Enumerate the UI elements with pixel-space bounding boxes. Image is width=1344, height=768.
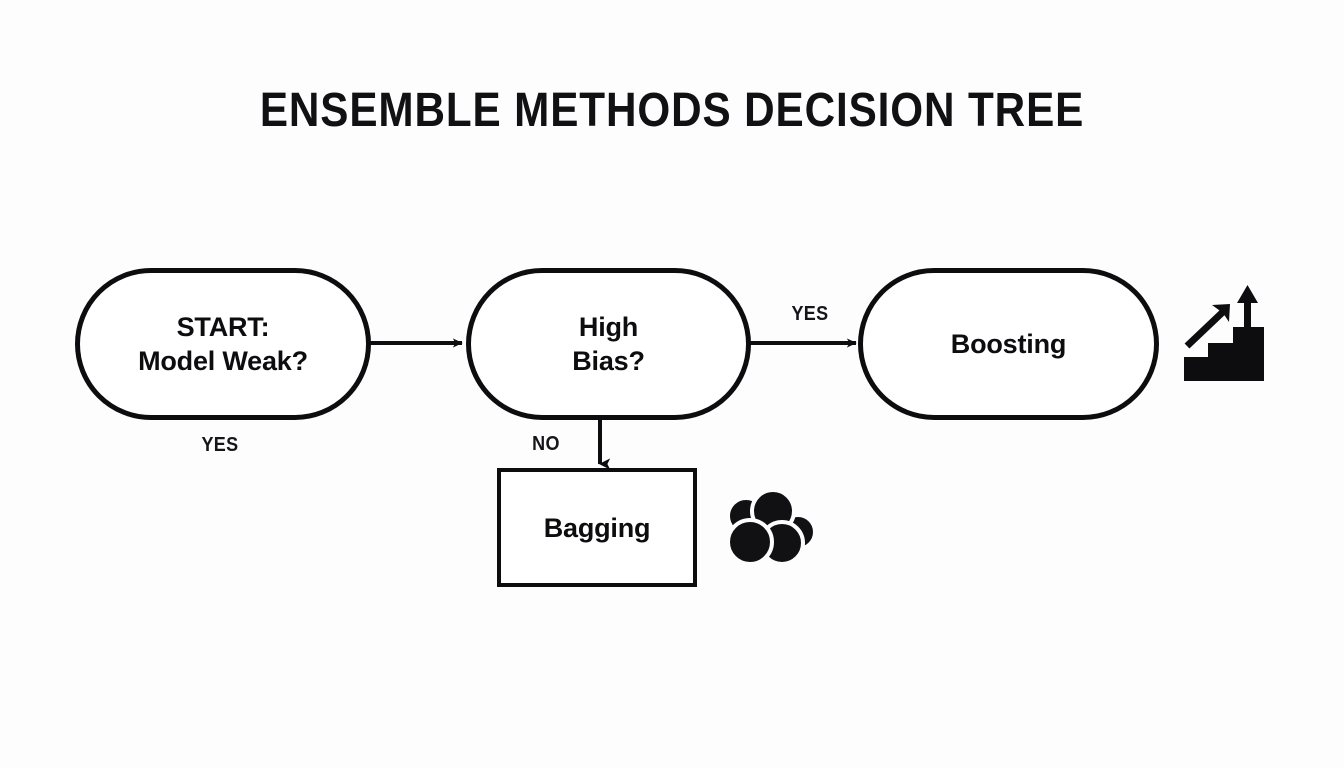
edge-label-bias-yes: YES	[791, 303, 829, 325]
bubbles-cluster-icon	[722, 488, 822, 570]
page-title: ENSEMBLE METHODS DECISION TREE	[259, 84, 1085, 137]
node-bagging[interactable]: Bagging	[497, 468, 697, 587]
node-high-bias-label: High Bias?	[572, 312, 645, 376]
node-bagging-label: Bagging	[543, 512, 651, 543]
edge-label-start-yes: YES	[201, 434, 239, 456]
node-boosting-label: Boosting	[950, 329, 1067, 359]
node-high-bias[interactable]: High Bias?	[466, 268, 751, 420]
node-boosting[interactable]: Boosting	[858, 268, 1159, 420]
growth-stairs-icon	[1182, 283, 1266, 383]
node-start-model-weak[interactable]: START: Model Weak?	[75, 268, 371, 420]
edge-label-bias-no: NO	[532, 433, 560, 455]
node-start-label: START: Model Weak?	[138, 312, 308, 376]
